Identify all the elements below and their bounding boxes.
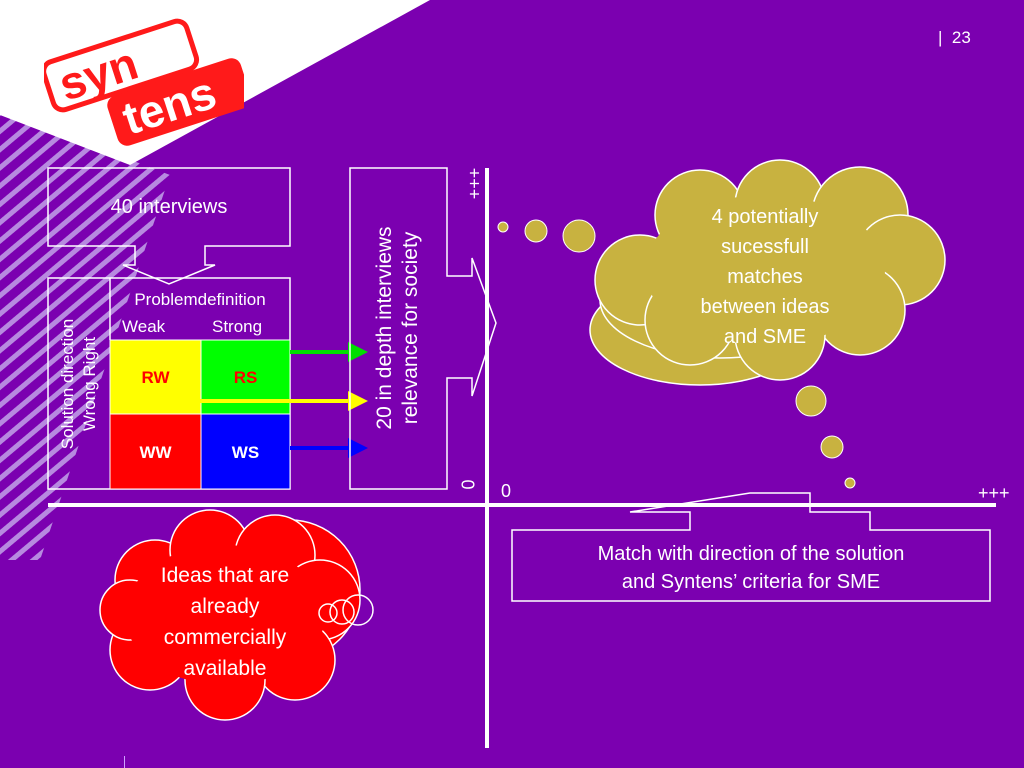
striped-band (0, 110, 170, 560)
match-box (511, 492, 991, 602)
in-depth-line2: relevance for society (399, 231, 422, 425)
y-zero-text: 0 (458, 479, 479, 490)
red-line3: commercially (163, 626, 287, 649)
row-header-line2: Wrong Right (80, 336, 99, 432)
red-line4: available (183, 657, 267, 680)
cell-ws (200, 413, 291, 490)
cell-ww-label: WW (139, 443, 172, 462)
gold-cloud (589, 159, 946, 386)
bottom-tick (124, 756, 125, 768)
page-number-value: 23 (951, 28, 971, 47)
in-depth-line1: 20 in depth interviews (373, 226, 396, 430)
cell-ww (109, 413, 202, 490)
page-separator: | (938, 28, 943, 47)
cell-rw (109, 339, 202, 415)
red-cloud-text: Ideas that are already commercially avai… (125, 560, 325, 684)
cell-rs-label: RS (233, 368, 258, 387)
gold-line5: and SME (723, 326, 807, 348)
arrow-yellow (348, 391, 368, 411)
y-max-text: +++ (464, 167, 485, 200)
match-line2: and Syntens’ criteria for SME (621, 571, 881, 593)
gold-cloud-text: 4 potentially sucessfull matches between… (665, 202, 865, 352)
interviews-box (47, 167, 291, 285)
x-max-label: +++ (978, 483, 1010, 503)
page-number: | 23 (938, 28, 971, 48)
x-zero-label: 0 (501, 481, 512, 501)
in-depth-box (349, 167, 497, 490)
match-line1: Match with direction of the solution (597, 543, 905, 565)
matrix-col-strong: Strong (212, 317, 263, 336)
gold-line3: matches (727, 266, 803, 288)
gold-line1: 4 potentially (711, 206, 819, 228)
matrix-col-header: Problemdefinition (134, 290, 266, 309)
gold-line2: sucessfull (721, 236, 809, 258)
matrix-col-weak: Weak (122, 317, 166, 336)
arrow-blue (348, 438, 368, 458)
cell-ws-label: WS (231, 443, 260, 462)
syntens-logo: syn tens (44, 18, 244, 146)
match-label: Match with direction of the solution and… (512, 540, 990, 596)
red-cloud (99, 509, 374, 721)
gold-line4: between ideas (700, 296, 830, 318)
red-line1: Ideas that are (160, 564, 290, 587)
row-header-line1: Solution direction (58, 318, 77, 450)
cell-rw-label: RW (141, 368, 170, 387)
interviews-label: 40 interviews (110, 196, 228, 218)
arrow-green (348, 342, 368, 362)
red-line2: already (190, 595, 260, 618)
